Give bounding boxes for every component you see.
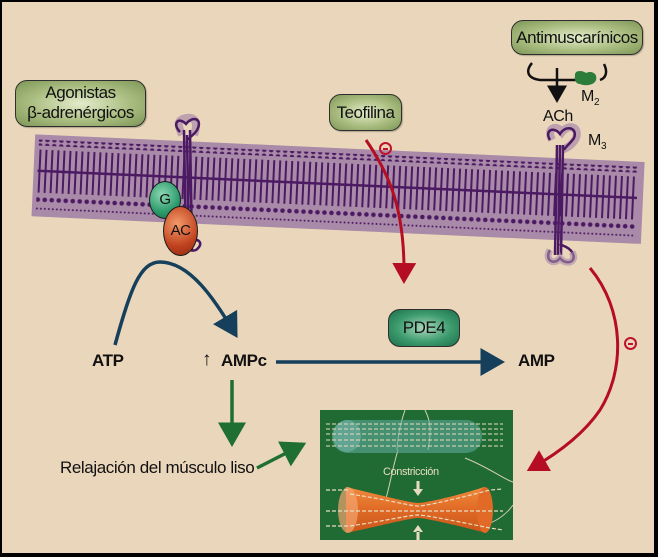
g-protein-label: G <box>159 191 171 208</box>
constriction-arrow-down-icon <box>413 481 423 496</box>
m3-label-base: M <box>588 132 601 149</box>
relaxation-label: Relajación del músculo liso <box>60 458 255 477</box>
antimuscarinic-bracket <box>526 62 590 82</box>
theophylline-box: Teofilina <box>329 94 402 131</box>
adenylate-cyclase-label: AC <box>170 222 191 239</box>
m2-label-base: M <box>581 88 594 105</box>
ach-label: ACh <box>543 108 573 125</box>
m2-receptor-icon <box>574 71 597 86</box>
camp-up-arrow: ↑ <box>202 349 212 370</box>
agonists-label-line2: β-adrenérgicos <box>27 103 134 122</box>
theophylline-inhibition-icon <box>379 142 392 155</box>
antimuscarinics-label: Antimuscarínicos <box>516 28 638 47</box>
antimuscarinics-box: Antimuscarínicos <box>511 20 643 55</box>
m2-label: M2 <box>581 88 600 109</box>
arrow-atp-to-camp <box>113 260 238 346</box>
relaxed-airway-icon <box>332 420 482 453</box>
constriction-arrow-up-icon <box>413 525 423 540</box>
atp-label: ATP <box>92 351 124 370</box>
m2-label-sub: 2 <box>593 97 600 109</box>
adenylate-cyclase-icon: AC <box>163 206 198 256</box>
camp-label: AMPc <box>221 351 267 370</box>
arrow-relaxation-to-panel <box>256 441 307 470</box>
pde4-box: PDE4 <box>388 309 460 347</box>
m3-inhibition-icon <box>624 337 637 350</box>
antimuscarinic-bracket-right <box>599 63 608 82</box>
pde4-label: PDE4 <box>402 318 446 337</box>
airway-panel <box>320 409 514 540</box>
constriction-label: Constricción <box>383 466 439 478</box>
agonists-box: Agonistas β-adrenérgicos <box>15 80 146 127</box>
cell-membrane <box>31 134 645 244</box>
theophylline-label: Teofilina <box>336 103 395 122</box>
arrow-theophylline-inhibits-pde4 <box>364 139 417 284</box>
m3-label-sub: 3 <box>600 141 607 153</box>
amp-label: AMP <box>518 351 555 370</box>
m3-label: M3 <box>588 132 607 153</box>
arrow-m3-to-constriction <box>526 267 620 471</box>
m3-receptor-icon <box>544 123 581 266</box>
membrane-dots-top <box>38 139 639 173</box>
agonists-label-line1: Agonistas <box>45 83 116 102</box>
